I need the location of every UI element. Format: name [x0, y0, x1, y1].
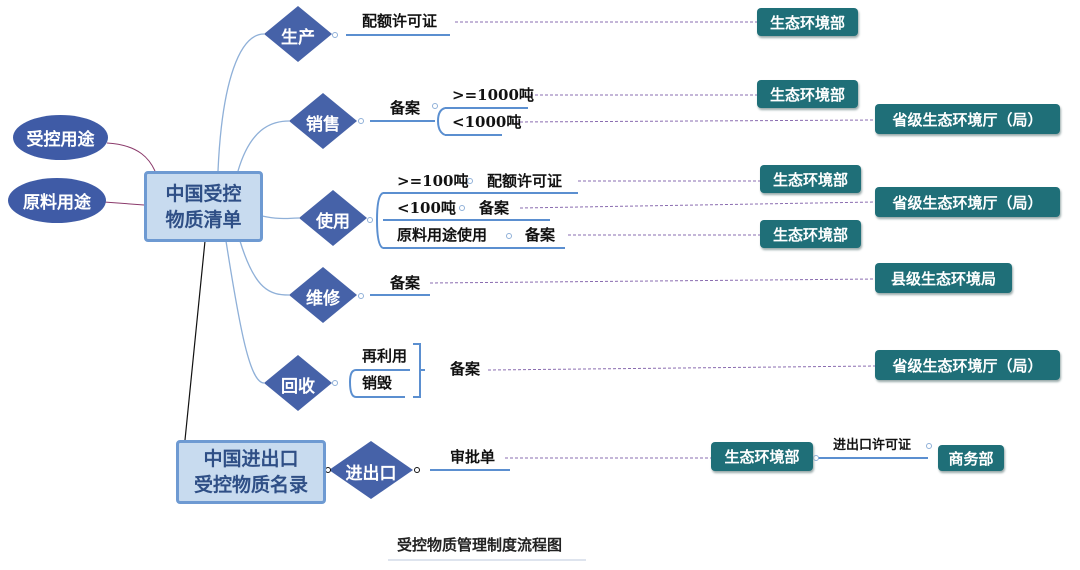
leaf-feedstock-filing: 备案 — [525, 226, 556, 244]
leaf-ie-permit: 进出口许可证 — [833, 438, 912, 453]
leaf-reuse: 再利用 — [362, 347, 408, 365]
branch-recovery: 回收 — [281, 377, 315, 397]
authority-mee-use: 生态环境部 — [760, 165, 861, 193]
authority-mee-production: 生态环境部 — [757, 8, 858, 36]
main-label-line2: 物质清单 — [165, 208, 242, 231]
leaf-ge100: >=100吨 — [397, 172, 469, 190]
leaf-feedstock-use: 原料用途使用 — [397, 226, 488, 244]
authority-county: 县级生态环境局 — [875, 263, 1012, 293]
branch-use: 使用 — [316, 212, 350, 232]
branch-import-export: 进出口 — [345, 464, 397, 484]
import-label-line2: 受控物质名录 — [193, 474, 308, 496]
diamond-use — [299, 190, 367, 246]
leaf-repair-filing: 备案 — [390, 274, 421, 292]
leaf-lt100: <100吨 — [397, 199, 456, 217]
diamond-sales — [289, 93, 357, 149]
authority-provincial-sales: 省级生态环境厅（局） — [875, 104, 1060, 134]
diamond-import-export — [329, 441, 413, 499]
leaf-destroy: 销毁 — [362, 374, 393, 392]
authority-mee-sales: 生态环境部 — [757, 80, 858, 108]
import-label-line1: 中国进出口 — [203, 448, 299, 470]
leaf-lt1000: <1000吨 — [452, 113, 522, 131]
diamond-recovery — [264, 355, 332, 411]
leaf-quota-permit: 配额许可证 — [362, 12, 438, 30]
branch-sales: 销售 — [306, 115, 340, 135]
branch-repair: 维修 — [306, 289, 340, 309]
leaf-ge1000: >=1000吨 — [452, 86, 534, 104]
main-label-line1: 中国受控 — [165, 182, 242, 205]
leaf-lt100-filing: 备案 — [479, 199, 510, 217]
leaf-recovery-filing: 备案 — [450, 360, 481, 378]
diamond-repair — [289, 267, 357, 323]
authority-provincial-recovery: 省级生态环境厅（局） — [875, 350, 1060, 380]
node-import-export-list: 中国进出口 受控物质名录 — [176, 440, 326, 504]
diamond-production — [264, 6, 332, 62]
diagram-title: 受控物质管理制度流程图 — [397, 536, 563, 554]
authority-provincial-use: 省级生态环境厅（局） — [875, 187, 1060, 217]
branch-production: 生产 — [281, 28, 315, 48]
leaf-approval: 审批单 — [450, 448, 496, 466]
authority-mee-import: 生态环境部 — [711, 442, 813, 471]
leaf-use-quota-permit: 配额许可证 — [487, 172, 563, 190]
node-controlled-use: 受控用途 — [13, 115, 108, 160]
authority-mee-feedstock: 生态环境部 — [760, 220, 861, 248]
authority-commerce: 商务部 — [938, 445, 1004, 471]
leaf-sales-filing: 备案 — [390, 99, 421, 117]
node-controlled-substance-list: 中国受控 物质清单 — [144, 171, 263, 242]
node-feedstock-use: 原料用途 — [8, 178, 106, 223]
